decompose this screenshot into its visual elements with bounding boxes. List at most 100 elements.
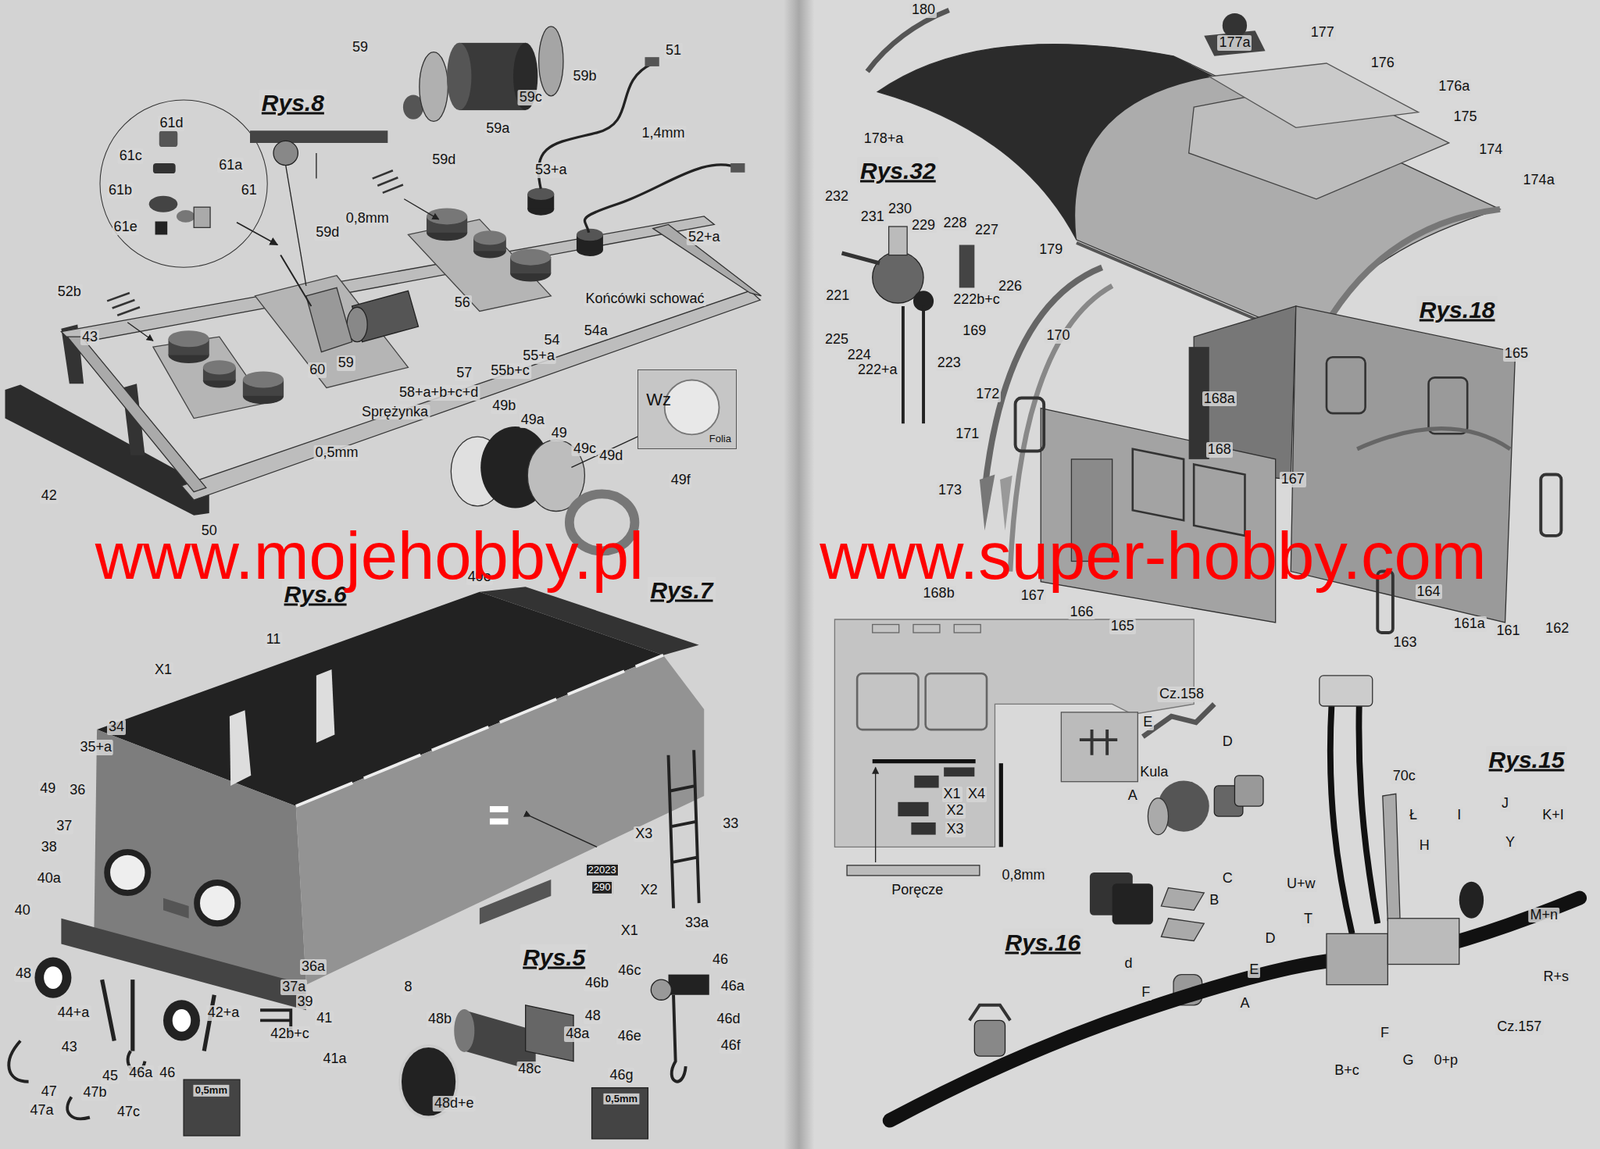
figure-title: Rys.8 xyxy=(259,89,327,115)
locomotive-body-rys6-shape xyxy=(479,879,551,925)
frame-rys8 xyxy=(5,100,762,516)
frame-rys8-shape xyxy=(407,219,551,312)
frame-rys8-shape xyxy=(149,196,179,213)
callout-number: 37a xyxy=(280,979,308,996)
valve-rys32 xyxy=(842,226,975,424)
callout-number: 41 xyxy=(314,1010,334,1027)
callout-number: 41a xyxy=(321,1051,348,1068)
drum-59-shape xyxy=(539,26,564,97)
callout-number: R+s xyxy=(1542,969,1572,986)
bogie-drums-shape xyxy=(527,187,554,200)
callout-number: 40a xyxy=(35,871,63,887)
motor-parts xyxy=(250,130,419,352)
callout-number: 33 xyxy=(721,816,740,833)
brake-pipe-rys15-shape xyxy=(1387,918,1459,965)
callout-number: 46 xyxy=(157,1065,177,1082)
callout-number: 47a xyxy=(28,1103,56,1119)
callout-number: 174 xyxy=(1477,142,1504,158)
callout-number: 168 xyxy=(1206,442,1233,458)
wires-shape xyxy=(372,170,404,193)
frame-rys8-shape xyxy=(60,216,715,344)
locomotive-body-rys6-shape xyxy=(229,710,251,786)
wall-panel-rys16-shape xyxy=(1060,712,1138,783)
figure-title: Rys.15 xyxy=(1486,746,1568,772)
coupling-parts-shape xyxy=(1112,883,1154,925)
bogie-drums-shape xyxy=(203,360,236,375)
callout-number: 40 xyxy=(13,903,33,919)
roof-rys18-shape xyxy=(1222,13,1247,38)
callout-number: 167 xyxy=(1279,471,1307,488)
locomotive-body-rys6-shape xyxy=(530,816,597,847)
callout-number: 46f xyxy=(719,1038,743,1054)
frame-rys8-shape xyxy=(236,222,278,246)
wall-panel-rys16-shape xyxy=(846,865,980,876)
callout-number: 61c xyxy=(117,148,144,165)
callout-number: X3 xyxy=(945,821,966,838)
wires-shape xyxy=(730,163,745,173)
callout-number: Kula xyxy=(1138,764,1170,781)
figure-title: Rys.32 xyxy=(857,157,939,184)
callout-number: 42b+c xyxy=(268,1027,311,1043)
callout-number: X2 xyxy=(945,803,966,819)
callout-number: 46e xyxy=(616,1028,643,1045)
frame-rys8-shape xyxy=(100,100,268,268)
callout-number: X4 xyxy=(966,787,987,804)
callout-number: 60 xyxy=(307,362,327,379)
callout-number: K+I xyxy=(1540,807,1566,824)
callout-number: 48d+e xyxy=(432,1096,476,1112)
wall-panel-rys16 xyxy=(834,619,1215,876)
callout-number: 227 xyxy=(973,222,1000,239)
frame-rys8-shape xyxy=(153,163,176,174)
callout-number: 174a xyxy=(1521,172,1557,189)
callout-number: 163 xyxy=(1391,635,1418,651)
locomotive-body-rys6-shape xyxy=(107,852,148,893)
motor-parts-shape xyxy=(280,255,311,307)
callout-number: 46d xyxy=(715,1011,743,1028)
callout-number: 161a xyxy=(1452,616,1487,633)
frame-rys8-shape xyxy=(155,221,168,235)
roof-rys18-shape xyxy=(1203,30,1265,57)
parts-rys5-shape xyxy=(453,1009,475,1053)
callout-number: 230 xyxy=(886,201,914,218)
callout-number: 221 xyxy=(824,288,851,304)
callout-number: 37 xyxy=(54,818,74,835)
brake-pipe-rys15-shape xyxy=(1382,793,1400,921)
callout-number: 56 xyxy=(453,295,472,311)
wall-panel-rys16-shape xyxy=(875,767,876,862)
callout-number: 61e xyxy=(112,219,140,236)
wires-shape xyxy=(107,292,140,316)
bogie-drums-shape xyxy=(168,330,210,347)
wires-shape xyxy=(644,57,659,67)
roof-rys18-shape xyxy=(877,44,1215,240)
bogie-drums-shape xyxy=(473,230,507,245)
figure-title: Rys.7 xyxy=(647,576,715,603)
callout-number: 43 xyxy=(60,1039,79,1056)
callout-number: 59d xyxy=(430,152,458,168)
bogie-drums xyxy=(168,187,604,404)
locomotive-body-rys6-shape xyxy=(60,918,306,1011)
valve-rys32-shape xyxy=(889,226,908,256)
callout-number: 176 xyxy=(1369,55,1397,72)
callout-number: 0,5mm xyxy=(314,445,361,461)
callout-number: 55b+c xyxy=(489,364,532,380)
callout-number: 51 xyxy=(664,42,683,59)
callout-number: 49 xyxy=(550,425,569,442)
callout-number: 0,8mm xyxy=(344,210,391,227)
callout-number: 46c xyxy=(616,964,643,980)
brake-pipe-rys15-shape xyxy=(1326,933,1388,985)
locomotive-body-rys6 xyxy=(8,586,704,1119)
callout-number: 49a xyxy=(519,412,547,429)
callout-number: 59b xyxy=(571,68,598,85)
callout-number: Cz.157 xyxy=(1495,1019,1543,1036)
callout-number: 53+a xyxy=(533,162,569,179)
coupling-parts-shape xyxy=(1160,918,1204,942)
motor-parts-shape xyxy=(250,130,388,143)
callout-number: 34 xyxy=(107,719,126,736)
callout-number: 57 xyxy=(454,365,474,382)
brake-pipe-rys15 xyxy=(889,675,1580,1122)
callout-number: 223 xyxy=(935,355,963,372)
coupling-parts-shape xyxy=(1234,775,1264,807)
